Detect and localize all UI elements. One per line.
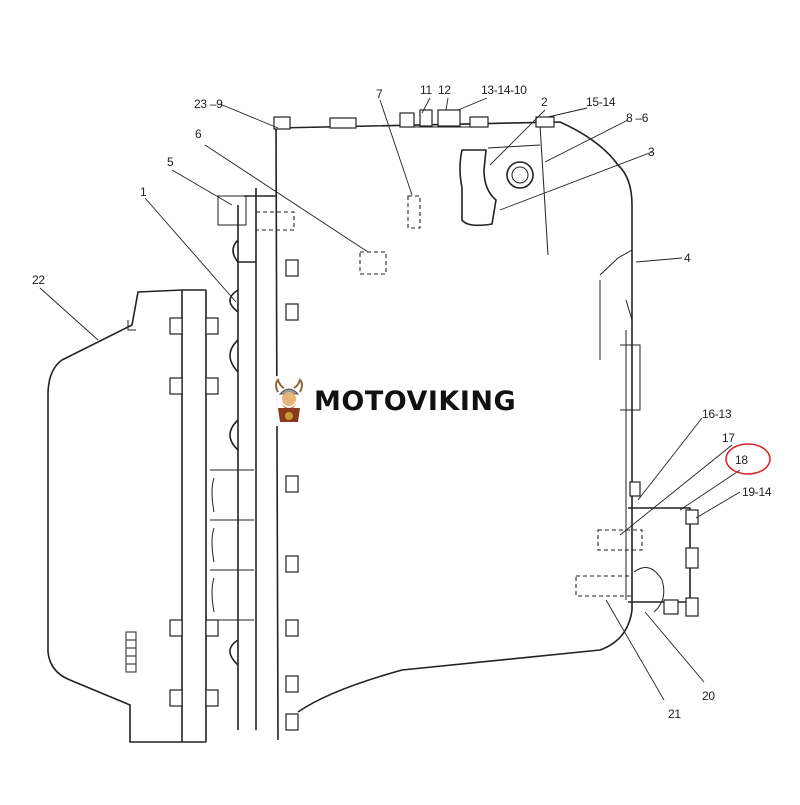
callout-23-9: 23 –9 — [194, 97, 223, 111]
adapter-flange — [217, 188, 295, 730]
flange-bolts — [285, 259, 299, 731]
callout-12: 12 — [438, 83, 451, 97]
top-bolt-row — [273, 109, 555, 130]
callout-18: 18 — [735, 453, 748, 467]
callout-16-13: 16-13 — [702, 407, 732, 421]
callout-3: 3 — [648, 145, 655, 159]
hidden-hole-6 — [359, 251, 387, 275]
callout-2: 2 — [541, 95, 548, 109]
callout-15-14: 15-14 — [586, 95, 616, 109]
callout-labels: 1 2 3 4 5 6 7 8 –6 11 12 13-14-10 15-14 … — [32, 83, 772, 721]
drain-assembly — [575, 481, 699, 617]
callout-13-14-10: 13-14-10 — [481, 83, 527, 97]
main-housing — [275, 121, 641, 741]
highlight-circle — [725, 443, 771, 475]
callout-22: 22 — [32, 273, 45, 287]
callout-8: 8 –6 — [626, 111, 649, 125]
callout-6: 6 — [195, 127, 202, 141]
hidden-hole-7 — [407, 195, 421, 229]
callout-1: 1 — [140, 185, 147, 199]
callout-5: 5 — [167, 155, 174, 169]
callout-17: 17 — [722, 431, 735, 445]
callout-20: 20 — [702, 689, 715, 703]
brand-name: MOTOVIKING — [314, 385, 517, 417]
brand-watermark: MOTOVIKING — [270, 376, 534, 426]
callout-19-14: 19-14 — [742, 485, 772, 499]
callout-7: 7 — [376, 87, 383, 101]
callout-21: 21 — [668, 707, 681, 721]
leader-lines — [39, 97, 741, 701]
filler-assembly — [459, 144, 541, 227]
inner-ribs — [210, 469, 254, 621]
callout-4: 4 — [684, 251, 691, 265]
cover-22 — [47, 289, 219, 743]
callout-11: 11 — [420, 83, 432, 97]
viking-logo-icon — [275, 378, 303, 422]
